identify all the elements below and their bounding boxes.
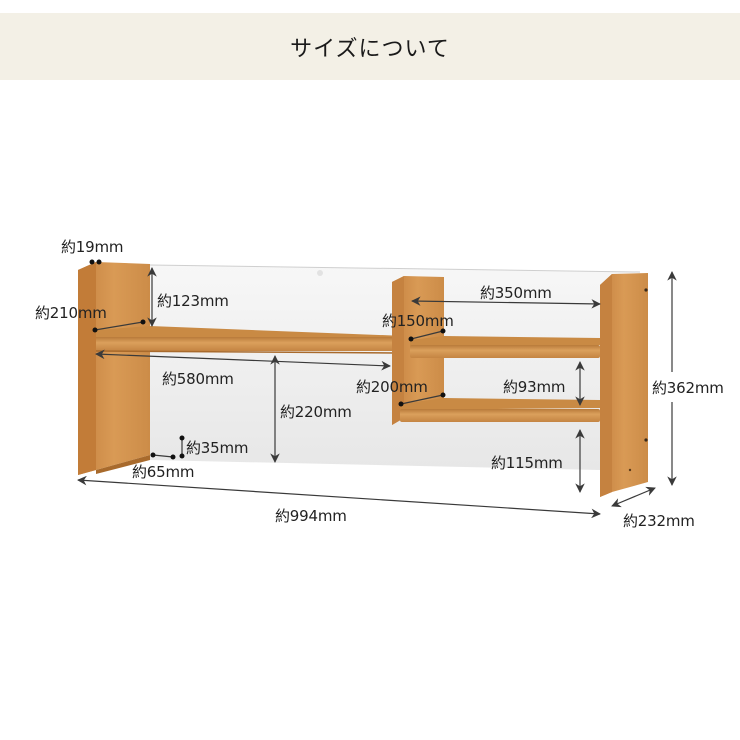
lower-small-shelf [400, 398, 600, 422]
label-total-depth: 約232mm [623, 512, 695, 530]
label-side-depth: 約210mm [35, 304, 107, 322]
section-header: サイズについて [0, 13, 740, 80]
upper-small-shelf [410, 336, 600, 358]
label-right-shelf-width: 約350mm [480, 284, 552, 302]
label-total-height: 約362mm [652, 379, 724, 397]
section-title: サイズについて [290, 37, 450, 62]
dimension-lines [77, 259, 677, 519]
label-upper-shelf-depth: 約150mm [382, 312, 454, 330]
label-bottom-clearance: 約115mm [491, 454, 563, 472]
label-lower-shelf-depth: 約200mm [356, 378, 428, 396]
label-lower-span-width: 約580mm [162, 370, 234, 388]
right-side-panel [600, 273, 648, 497]
label-back-height: 約123mm [157, 292, 229, 310]
left-side-panel [78, 262, 150, 475]
label-notch-width: 約65mm [132, 463, 195, 481]
label-side-thickness: 約19mm [61, 238, 124, 256]
label-total-width: 約994mm [275, 507, 347, 525]
label-lower-clearance: 約220mm [280, 403, 352, 421]
label-notch-height: 約35mm [186, 439, 249, 457]
label-shelf-gap: 約93mm [503, 378, 566, 396]
